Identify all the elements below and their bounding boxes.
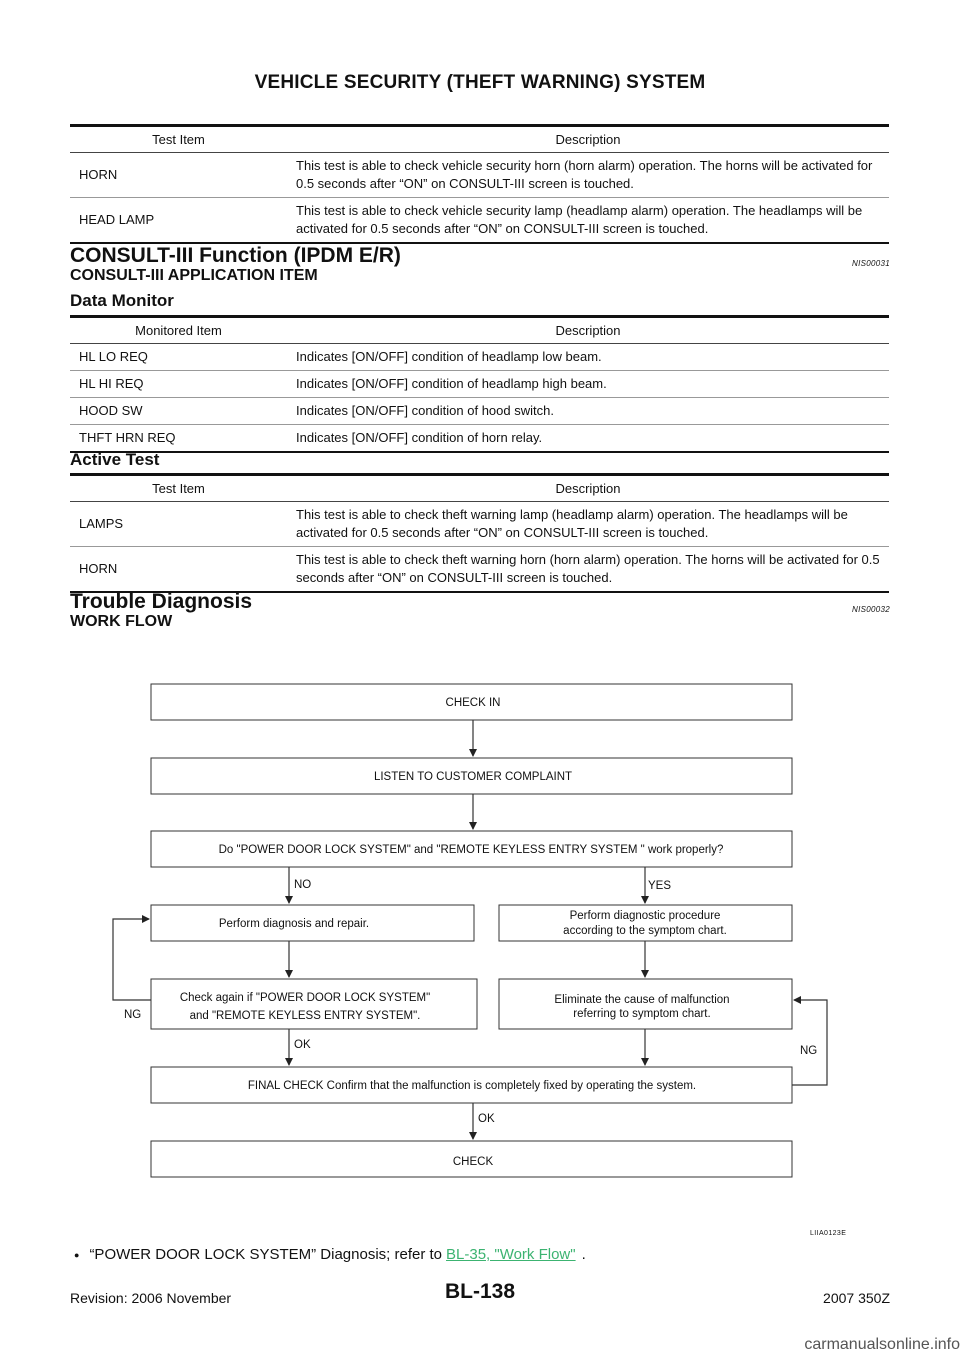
ng-loop-left [112, 915, 151, 1001]
ng-loop-right [792, 996, 828, 1086]
section-code: NIS00031 [852, 259, 890, 268]
perform-diag-label: according to the symptom chart. [563, 925, 727, 937]
question-box [150, 830, 793, 868]
figure-code: LIIA0123E [810, 1230, 847, 1237]
description-cell: Indicates [ON/OFF] condition of horn rel… [287, 424, 889, 453]
check-box [150, 1140, 793, 1178]
subsection-title: WORK FLOW [70, 613, 173, 630]
check-label: CHECK [453, 1156, 494, 1168]
test-item-cell: LAMPS [70, 501, 287, 547]
subsection-title: CONSULT-III APPLICATION ITEM [70, 267, 318, 284]
ok-label: OK [294, 1039, 311, 1051]
table-row: HORN This test is able to check vehicle … [70, 152, 889, 198]
monitored-item-cell: HL LO REQ [70, 343, 287, 371]
page-number: BL-138 [444, 1280, 516, 1303]
check-again-label: Check again if "POWER DOOR LOCK SYSTEM" [180, 992, 430, 1004]
revision-date: Revision: 2006 November [70, 1290, 232, 1306]
description-cell: This test is able to check vehicle secur… [287, 197, 889, 244]
monitored-item-cell: THFT HRN REQ [70, 424, 287, 453]
table-row: HL HI REQ Indicates [ON/OFF] condition o… [70, 370, 889, 398]
security-test-table: Test Item Description HORN This test is … [70, 124, 889, 244]
ng-label: NG [800, 1045, 817, 1057]
ok-label: OK [478, 1113, 495, 1125]
description-cell: Indicates [ON/OFF] condition of headlamp… [287, 370, 889, 398]
section-title-consult: CONSULT-III Function (IPDM E/R) [70, 244, 401, 267]
reference-note: ● “POWER DOOR LOCK SYSTEM” Diagnosis; re… [74, 1246, 586, 1263]
monitored-item-cell: HL HI REQ [70, 370, 287, 398]
check-in-label: CHECK IN [446, 697, 501, 709]
note-text: “POWER DOOR LOCK SYSTEM” Diagnosis; refe… [89, 1246, 443, 1263]
column-header: Test Item [70, 473, 287, 502]
column-header: Description [287, 473, 889, 502]
active-test-title: Active Test [70, 450, 160, 469]
perform-repair-label: Perform diagnosis and repair. [219, 918, 369, 930]
yes-label: YES [648, 880, 671, 892]
question-label: Do "POWER DOOR LOCK SYSTEM" and "REMOTE … [219, 844, 724, 856]
description-cell: This test is able to check theft warning… [287, 501, 889, 547]
description-cell: Indicates [ON/OFF] condition of headlamp… [287, 343, 889, 371]
perform-diag-label: Perform diagnostic procedure [570, 910, 721, 922]
table-row: LAMPS This test is able to check theft w… [70, 501, 889, 547]
ng-label: NG [124, 1009, 141, 1021]
eliminate-label: Eliminate the cause of malfunction [554, 994, 729, 1006]
perform-repair-box [150, 904, 475, 942]
watermark: carmanualsonline.info [804, 1336, 960, 1353]
column-header: Test Item [70, 124, 287, 153]
active-test-table: Test Item Description LAMPS This test is… [70, 473, 889, 593]
work-flow-link[interactable]: BL-35, "Work Flow" [446, 1246, 576, 1263]
table-row: HOOD SW Indicates [ON/OFF] condition of … [70, 397, 889, 425]
table-row: THFT HRN REQ Indicates [ON/OFF] conditio… [70, 424, 889, 453]
check-in-box [150, 683, 793, 721]
table-row: HORN This test is able to check theft wa… [70, 546, 889, 593]
table-row: HL LO REQ Indicates [ON/OFF] condition o… [70, 343, 889, 371]
eliminate-label: referring to symptom chart. [573, 1008, 710, 1020]
section-code: NIS00032 [852, 605, 890, 614]
monitored-item-cell: HOOD SW [70, 397, 287, 425]
data-monitor-table: Monitored Item Description HL LO REQ Ind… [70, 315, 889, 453]
data-monitor-title: Data Monitor [70, 291, 174, 310]
check-again-label: and "REMOTE KEYLESS ENTRY SYSTEM". [190, 1010, 421, 1022]
test-item-cell: HORN [70, 152, 287, 198]
model-year: 2007 350Z [823, 1290, 890, 1306]
listen-label: LISTEN TO CUSTOMER COMPLAINT [374, 771, 572, 783]
page-title: VEHICLE SECURITY (THEFT WARNING) SYSTEM [254, 72, 706, 93]
column-header: Description [287, 315, 889, 344]
description-cell: Indicates [ON/OFF] condition of hood swi… [287, 397, 889, 425]
description-cell: This test is able to check theft warning… [287, 546, 889, 593]
listen-box [150, 757, 793, 795]
column-header: Description [287, 124, 889, 153]
check-again-box [150, 978, 478, 1030]
table-header-row: Test Item Description [70, 124, 889, 153]
section-title-trouble: Trouble Diagnosis [70, 590, 253, 613]
table-row: HEAD LAMP This test is able to check veh… [70, 197, 889, 244]
table-header-row: Monitored Item Description [70, 315, 889, 344]
column-header: Monitored Item [70, 315, 287, 344]
test-item-cell: HORN [70, 546, 287, 593]
no-label: NO [294, 879, 311, 891]
test-item-cell: HEAD LAMP [70, 197, 287, 244]
work-flow-diagram: CHECK IN LISTEN TO CUSTOMER COMPLAINT Do… [112, 683, 828, 1178]
note-end: . [581, 1246, 586, 1263]
description-cell: This test is able to check vehicle secur… [287, 152, 889, 198]
bullet-icon: ● [74, 1249, 80, 1260]
final-check-label: FINAL CHECK Confirm that the malfunction… [248, 1080, 696, 1092]
table-header-row: Test Item Description [70, 473, 889, 502]
